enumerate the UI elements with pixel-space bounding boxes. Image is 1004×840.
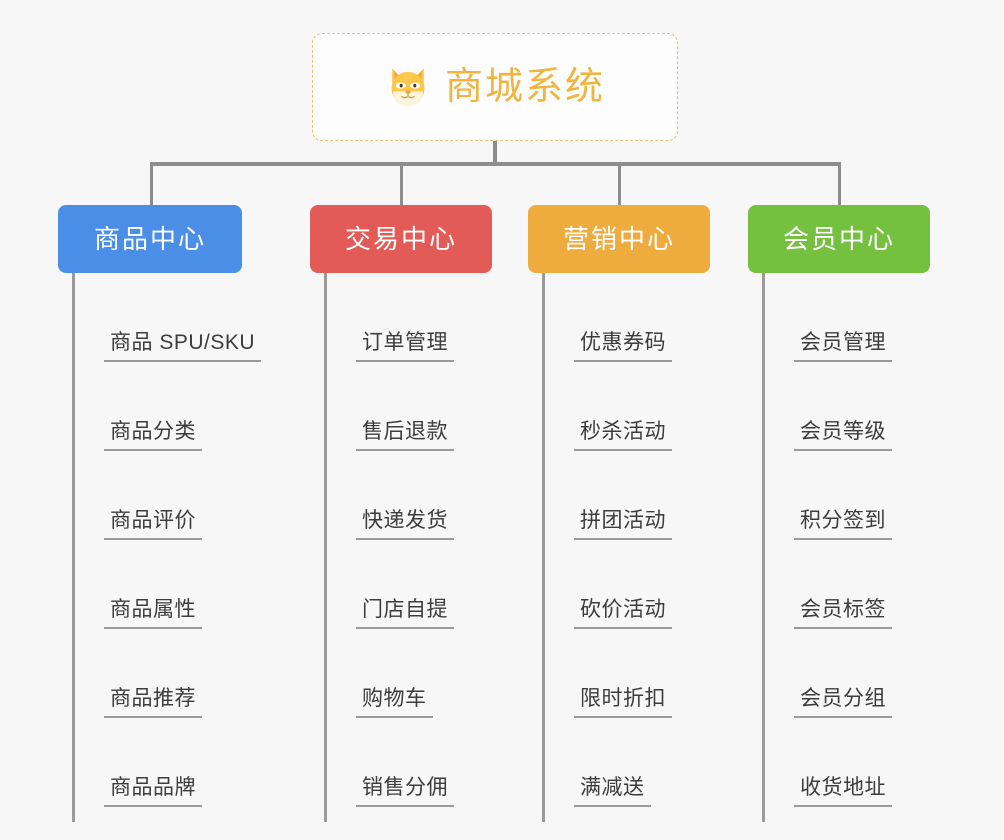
category-label: 商品中心 xyxy=(93,224,206,254)
list-item[interactable]: 购物车 xyxy=(324,629,454,718)
category-label: 会员中心 xyxy=(782,224,895,254)
leaf-label: 销售分佣 xyxy=(362,775,448,799)
category-box-marketing[interactable]: 营销中心 xyxy=(528,205,710,273)
leaf-label: 会员分组 xyxy=(800,686,886,710)
list-item[interactable]: 商品推荐 xyxy=(72,629,261,718)
leaf-label: 会员等级 xyxy=(800,419,886,443)
list-item[interactable]: 限时折扣 xyxy=(542,629,672,718)
column-spine xyxy=(542,273,545,822)
category-box-product[interactable]: 商品中心 xyxy=(58,205,242,273)
root-title: 商城系统 xyxy=(444,66,605,108)
leaf-label: 商品分类 xyxy=(110,419,196,443)
leaf-label: 满减送 xyxy=(580,775,645,799)
leaf-label: 收货地址 xyxy=(800,775,886,799)
leaf-label: 砍价活动 xyxy=(580,597,666,621)
connector-drop-2 xyxy=(400,162,403,207)
column-spine xyxy=(72,273,75,822)
list-item[interactable]: 商品 SPU/SKU xyxy=(72,273,262,362)
leaf-label: 限时折扣 xyxy=(580,686,666,710)
leaf-column-product: 商品 SPU/SKU 商品分类 商品评价 商品属性 商品推荐 商品品牌 xyxy=(72,273,262,822)
leaf-label: 售后退款 xyxy=(362,419,448,443)
category-box-trade[interactable]: 交易中心 xyxy=(310,205,492,273)
list-item[interactable]: 拼团活动 xyxy=(542,451,672,540)
list-item[interactable]: 商品分类 xyxy=(72,362,261,451)
leaf-label: 商品 SPU/SKU xyxy=(110,330,256,354)
list-item[interactable]: 秒杀活动 xyxy=(542,362,672,451)
list-item[interactable]: 收货地址 xyxy=(762,718,892,807)
list-item[interactable]: 商品属性 xyxy=(72,540,261,629)
column-spine xyxy=(324,273,327,822)
leaf-label: 快递发货 xyxy=(362,508,448,532)
leaf-label: 商品品牌 xyxy=(110,775,196,799)
leaf-label: 商品属性 xyxy=(110,597,196,621)
leaf-column-member: 会员管理 会员等级 积分签到 会员标签 会员分组 收货地址 xyxy=(762,273,892,822)
leaf-label: 门店自提 xyxy=(362,597,448,621)
category-label: 交易中心 xyxy=(344,224,457,254)
leaf-label: 会员标签 xyxy=(800,597,886,621)
list-item[interactable]: 优惠券码 xyxy=(542,273,672,362)
leaf-label: 订单管理 xyxy=(362,330,448,354)
leaf-label: 秒杀活动 xyxy=(580,419,666,443)
leaf-label: 商品推荐 xyxy=(110,686,196,710)
connector-drop-4 xyxy=(838,162,841,207)
list-item[interactable]: 会员分组 xyxy=(762,629,892,718)
leaf-column-marketing: 优惠券码 秒杀活动 拼团活动 砍价活动 限时折扣 满减送 xyxy=(542,273,672,822)
list-item[interactable]: 砍价活动 xyxy=(542,540,672,629)
list-item[interactable]: 门店自提 xyxy=(324,540,454,629)
connector-drop-1 xyxy=(150,162,153,207)
list-item[interactable]: 会员等级 xyxy=(762,362,892,451)
category-label: 营销中心 xyxy=(562,224,675,254)
list-item[interactable]: 积分签到 xyxy=(762,451,892,540)
leaf-label: 商品评价 xyxy=(110,508,196,532)
list-item[interactable]: 订单管理 xyxy=(324,273,454,362)
leaf-label: 会员管理 xyxy=(800,330,886,354)
list-item[interactable]: 商品品牌 xyxy=(72,718,261,807)
leaf-label: 购物车 xyxy=(362,686,427,710)
connector-root-stub xyxy=(493,141,497,164)
root-node-card[interactable]: 商城系统 xyxy=(312,33,678,141)
column-spine xyxy=(762,273,765,822)
leaf-column-trade: 订单管理 售后退款 快递发货 门店自提 购物车 销售分佣 xyxy=(324,273,454,822)
list-item[interactable]: 商品评价 xyxy=(72,451,261,540)
connector-horizontal-bus xyxy=(150,162,840,166)
category-box-member[interactable]: 会员中心 xyxy=(748,205,930,273)
connector-drop-3 xyxy=(618,162,621,207)
list-item[interactable]: 销售分佣 xyxy=(324,718,454,807)
list-item[interactable]: 售后退款 xyxy=(324,362,454,451)
leaf-label: 优惠券码 xyxy=(580,330,666,354)
list-item[interactable]: 会员标签 xyxy=(762,540,892,629)
dog-face-icon xyxy=(385,64,431,110)
list-item[interactable]: 快递发货 xyxy=(324,451,454,540)
list-item[interactable]: 会员管理 xyxy=(762,273,892,362)
list-item[interactable]: 满减送 xyxy=(542,718,672,807)
leaf-label: 积分签到 xyxy=(800,508,886,532)
leaf-label: 拼团活动 xyxy=(580,508,666,532)
